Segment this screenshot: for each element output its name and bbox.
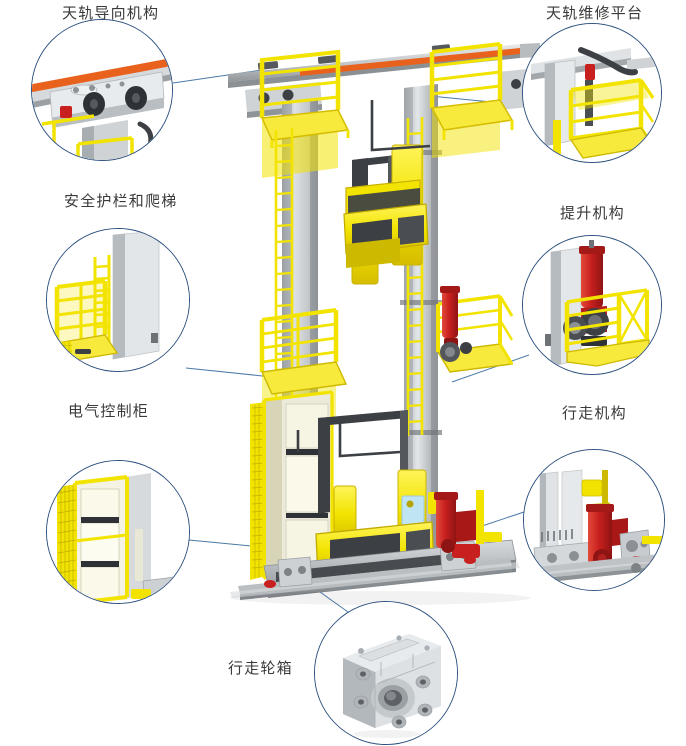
callout-label-maintenance-platform: 天轨维修平台 (546, 4, 644, 22)
base-beam-assembly (230, 539, 520, 600)
callout-label-top-rail-guide: 天轨导向机构 (62, 4, 160, 22)
callout-disc-maintenance-platform (522, 23, 662, 163)
callout-label-wheel-box: 行走轮箱 (228, 659, 293, 677)
leader-line-hoist (451, 354, 530, 383)
callout-label-hoisting-mechanism: 提升机构 (560, 204, 625, 222)
callout-disc-hoisting-mechanism (522, 235, 662, 375)
top-left-platform (259, 49, 350, 178)
travel-wheel-box-left (277, 556, 313, 588)
cable-festoon (296, 100, 431, 458)
callout-label-safety-rail: 安全护栏和爬梯 (64, 192, 178, 210)
hoist-platform (436, 286, 514, 373)
callout-label-travel-mechanism: 行走机构 (562, 404, 627, 422)
callout-disc-travel-mechanism (523, 449, 665, 591)
upper-fork-carriage (343, 144, 429, 285)
callout-disc-top-rail-guide (31, 19, 173, 161)
callout-disc-control-cabinet (46, 460, 190, 604)
ceiling-rail-assembly (228, 43, 540, 101)
callout-label-control-cabinet: 电气控制柜 (68, 402, 150, 420)
electrical-control-cabinet (250, 390, 334, 580)
travel-drive-motor (434, 490, 502, 558)
top-right-platform (429, 42, 514, 158)
callout-disc-safety-rail (46, 228, 190, 372)
callout-disc-wheel-box (314, 601, 458, 745)
